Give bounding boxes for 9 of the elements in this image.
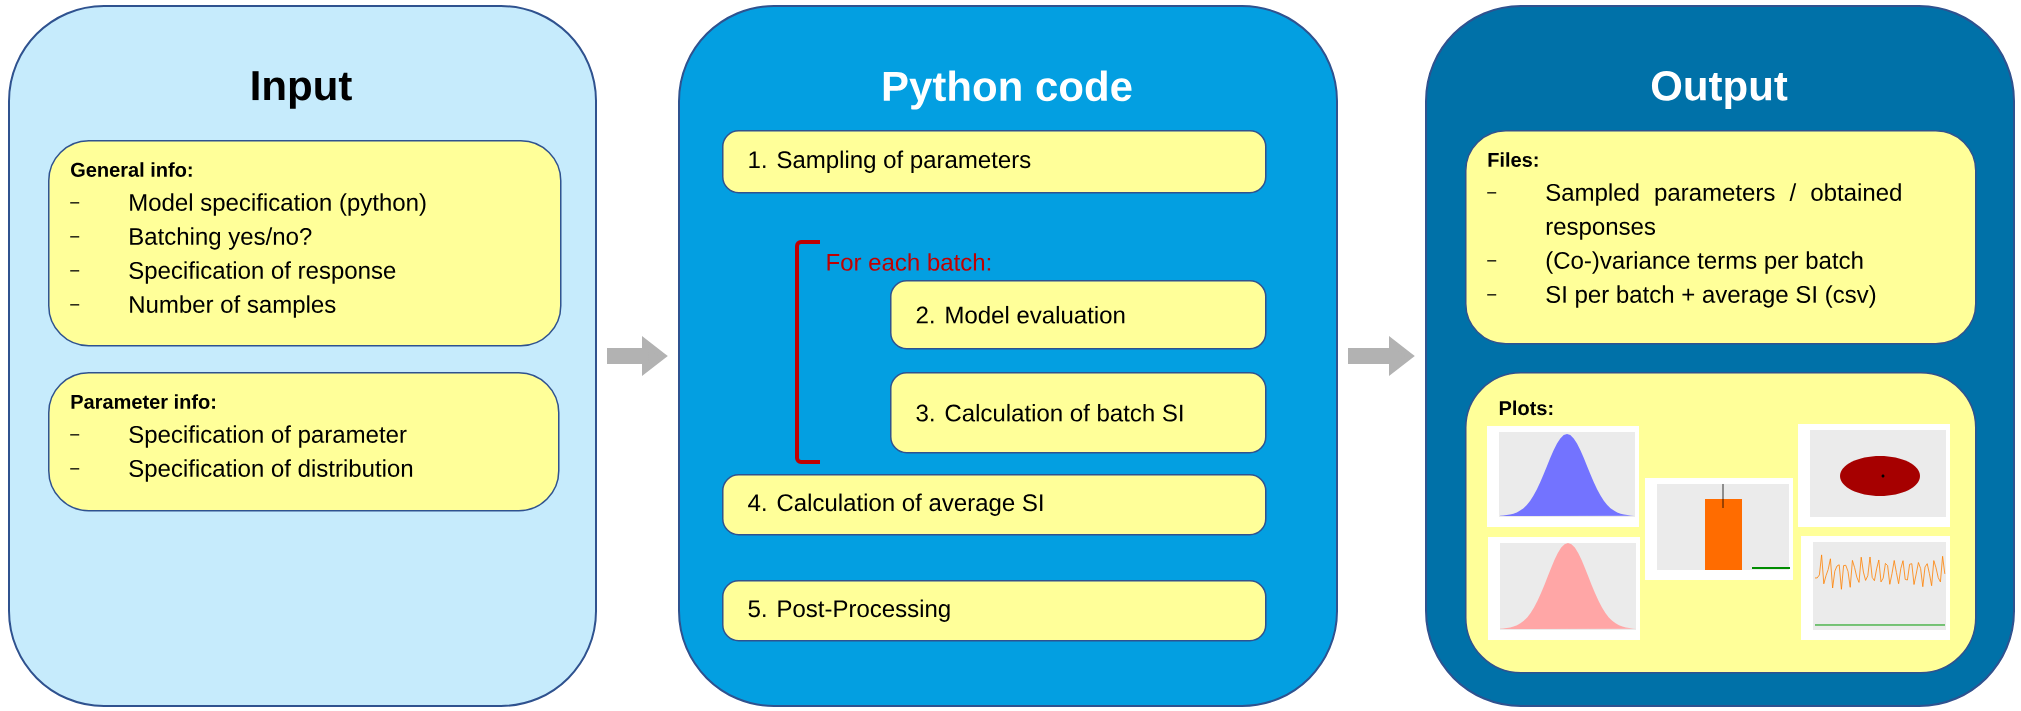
info-box: Parameter info: Specification of parameter Specification of distribution bbox=[48, 372, 560, 512]
step-box: 2. Model evaluation bbox=[890, 280, 1267, 350]
info-box: Files: Sampled parameters / obtained responses (Co-)variance terms per batch SI per batch + average SI (csv) bbox=[1465, 130, 1977, 345]
loop-label: For each batch: bbox=[827, 253, 991, 271]
info-box: General info: Model specification (python) Batching yes/no? Specification of response Number of samples bbox=[48, 140, 562, 347]
step-box: 1. Sampling of parameters bbox=[722, 130, 1267, 194]
step-box: 4. Calculation of average SI bbox=[722, 474, 1267, 536]
step-box: 3. Calculation of batch SI bbox=[890, 372, 1267, 454]
step-box: 5. Post-Processing bbox=[722, 580, 1267, 642]
